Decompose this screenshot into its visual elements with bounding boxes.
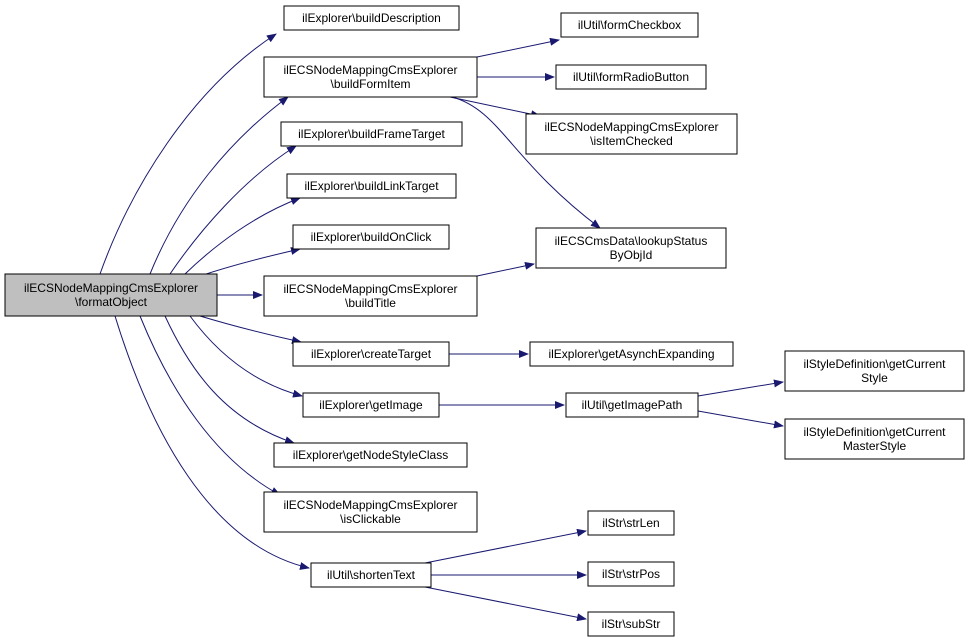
edge-n17-to-n19 — [697, 410, 784, 429]
node-label: \isItemChecked — [590, 134, 673, 148]
edge-n11-to-n22 — [424, 586, 587, 622]
node-box — [587, 611, 675, 637]
node-box — [784, 418, 965, 460]
node-box — [555, 64, 707, 90]
node-label: MasterStyle — [843, 439, 907, 453]
node-label: ilUtil\shortenText — [327, 568, 416, 582]
edge-root-to-n7 — [199, 315, 302, 344]
edge-n17-to-n18 — [697, 379, 784, 397]
function-node[interactable]: ilExplorer\buildOnClick — [292, 224, 450, 250]
node-label: \buildTitle — [345, 296, 396, 310]
node-box — [4, 273, 218, 317]
root-node[interactable]: ilECSNodeMappingCmsExplorer\formatObject — [4, 273, 218, 317]
edge-root-to-n3 — [169, 145, 297, 275]
edge-root-to-n4 — [184, 197, 301, 275]
node-box — [310, 562, 432, 588]
node-label: ilStr\strLen — [602, 516, 659, 530]
edge-root-to-n11 — [114, 315, 310, 570]
node-label: ilECSNodeMappingCmsExplorer — [544, 120, 718, 134]
node-box — [784, 350, 965, 392]
node-label: ilExplorer\buildOnClick — [311, 230, 433, 244]
function-node[interactable]: ilUtil\getImagePath — [565, 392, 699, 418]
edge-root-to-n2 — [149, 96, 289, 275]
node-label: ilExplorer\getAsynchExpanding — [548, 347, 714, 361]
function-node[interactable]: ilStr\strPos — [587, 561, 675, 587]
node-box — [280, 121, 463, 147]
function-node[interactable]: ilECSNodeMappingCmsExplorer\buildFormIte… — [263, 56, 478, 98]
edge-n2-to-n15 — [451, 96, 601, 229]
edge-root-to-n1 — [99, 33, 277, 275]
node-label: ilExplorer\buildLinkTarget — [304, 179, 439, 193]
node-box — [283, 5, 460, 31]
node-label: ilUtil\formCheckbox — [578, 18, 681, 32]
function-node[interactable]: ilStr\strLen — [587, 510, 675, 536]
function-node[interactable]: ilStr\subStr — [587, 611, 675, 637]
node-box — [263, 275, 478, 317]
node-label: ilExplorer\getNodeStyleClass — [293, 448, 448, 462]
function-node[interactable]: ilECSNodeMappingCmsExplorer\isClickable — [263, 491, 478, 533]
node-label: ilStyleDefinition\getCurrent — [803, 425, 946, 439]
edge-n2-to-n12 — [476, 37, 560, 58]
node-box — [565, 392, 699, 418]
function-node[interactable]: ilExplorer\createTarget — [292, 341, 450, 367]
node-box — [263, 491, 478, 533]
node-box — [560, 12, 699, 38]
edge-root-to-n9 — [164, 315, 295, 444]
node-label: ilExplorer\getImage — [319, 398, 423, 412]
node-box — [263, 56, 478, 98]
function-node[interactable]: ilExplorer\buildLinkTarget — [286, 173, 457, 199]
edge-root-to-n10 — [139, 315, 281, 496]
edge-n2-to-n14 — [449, 96, 541, 119]
node-label: ilStr\strPos — [602, 567, 660, 581]
node-box — [587, 561, 675, 587]
edge-n6-to-n15 — [476, 261, 535, 277]
node-label: ilUtil\getImagePath — [582, 398, 683, 412]
function-node[interactable]: ilExplorer\getNodeStyleClass — [273, 442, 468, 468]
nodes: ilECSNodeMappingCmsExplorer\formatObject… — [4, 5, 965, 637]
node-label: \isClickable — [340, 512, 401, 526]
node-box — [529, 341, 734, 367]
node-label: ilECSNodeMappingCmsExplorer — [283, 282, 457, 296]
node-box — [286, 173, 457, 199]
edge-root-to-n8 — [189, 315, 303, 398]
node-label: ilStyleDefinition\getCurrent — [803, 357, 946, 371]
node-box — [525, 113, 738, 155]
function-node[interactable]: ilECSNodeMappingCmsExplorer\isItemChecke… — [525, 113, 738, 155]
function-node[interactable]: ilExplorer\buildDescription — [283, 5, 460, 31]
edge-root-to-n5 — [199, 247, 301, 277]
node-box — [292, 341, 450, 367]
node-label: ilExplorer\buildDescription — [302, 11, 441, 25]
node-label: \formatObject — [75, 295, 148, 309]
function-node[interactable]: ilExplorer\getAsynchExpanding — [529, 341, 734, 367]
node-label: \buildFormItem — [330, 77, 410, 91]
function-node[interactable]: ilUtil\shortenText — [310, 562, 432, 588]
node-box — [535, 227, 727, 269]
function-node[interactable]: ilUtil\formCheckbox — [560, 12, 699, 38]
node-box — [302, 392, 440, 418]
node-box — [292, 224, 450, 250]
node-box — [587, 510, 675, 536]
function-node[interactable]: ilExplorer\buildFrameTarget — [280, 121, 463, 147]
node-label: ilUtil\formRadioButton — [573, 70, 689, 84]
function-node[interactable]: ilExplorer\getImage — [302, 392, 440, 418]
edge-n11-to-n20 — [424, 528, 587, 564]
edges — [99, 33, 784, 622]
node-label: ilExplorer\createTarget — [311, 347, 432, 361]
node-label: ilStr\subStr — [602, 617, 661, 631]
node-label: Style — [861, 371, 888, 385]
node-label: ilExplorer\buildFrameTarget — [298, 127, 445, 141]
function-node[interactable]: ilECSNodeMappingCmsExplorer\buildTitle — [263, 275, 478, 317]
node-label: ilECSNodeMappingCmsExplorer — [283, 63, 457, 77]
node-label: ilECSNodeMappingCmsExplorer — [283, 498, 457, 512]
function-node[interactable]: ilUtil\formRadioButton — [555, 64, 707, 90]
node-label: ilECSCmsData\lookupStatus — [555, 234, 708, 248]
node-label: ilECSNodeMappingCmsExplorer — [24, 281, 198, 295]
node-box — [273, 442, 468, 468]
node-label: ByObjId — [610, 248, 653, 262]
